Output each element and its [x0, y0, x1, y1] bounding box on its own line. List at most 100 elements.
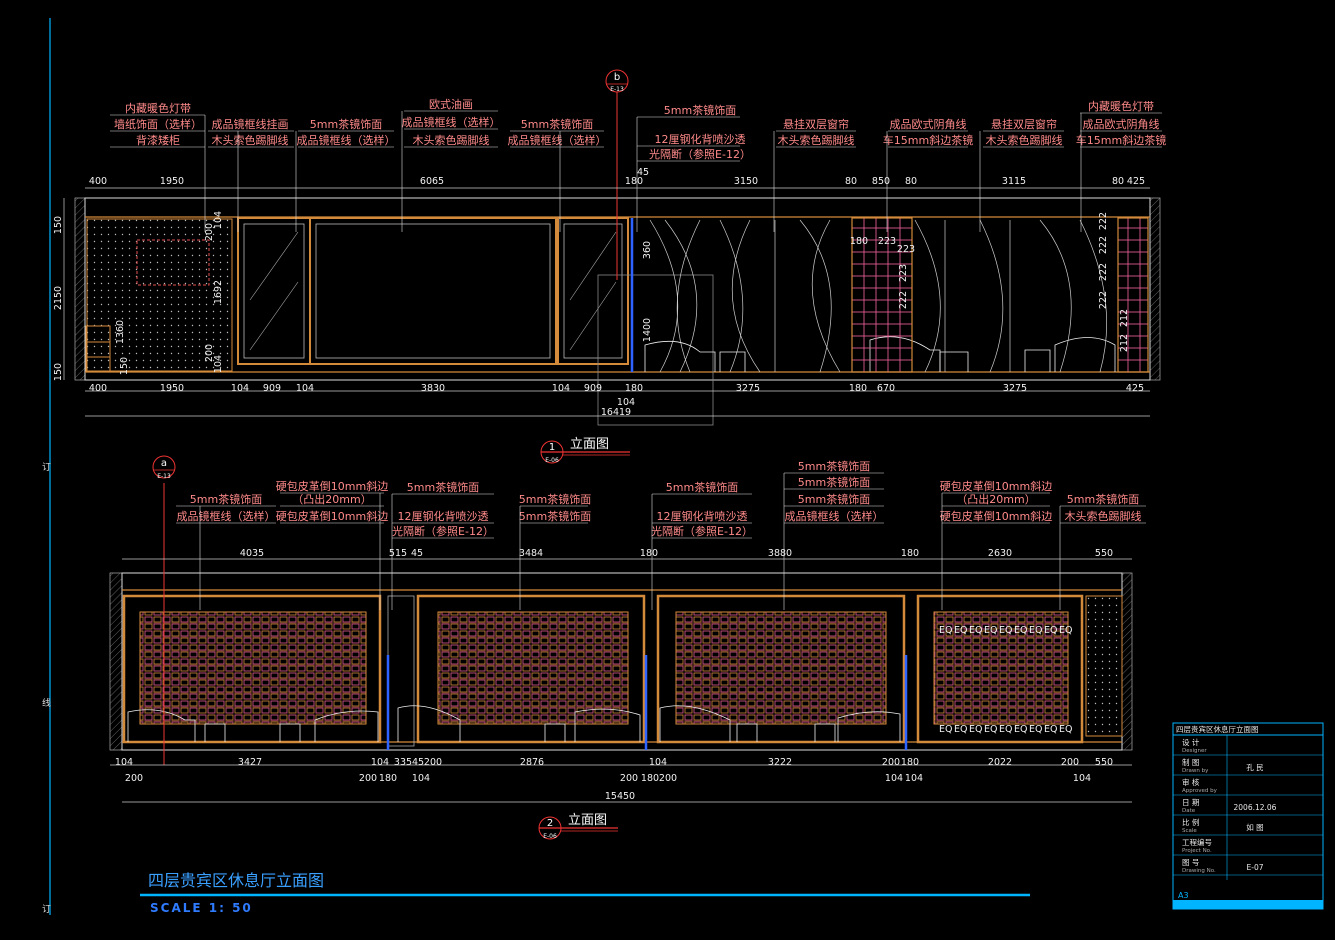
view-1-label: 立面图 — [570, 437, 609, 452]
dim-bottom-2-0: 104 — [115, 757, 133, 768]
dim-bottom-1-8: 180 — [625, 383, 643, 394]
title-block-value-6: E-07 — [1247, 863, 1264, 872]
elevation-1-note-8-1: 木头索色踢脚线 — [986, 133, 1063, 147]
dim-inner-1-5: 104 — [213, 355, 224, 373]
elevation-1-note-5-2: 光隔断（参照E-12） — [649, 147, 751, 161]
dim-bottom-2-6: 2876 — [520, 757, 544, 768]
dim-inner-1-1: 200 — [204, 223, 215, 241]
title-block-label-4: 比 例 — [1182, 817, 1199, 827]
mirror-panel-2 — [557, 217, 629, 365]
elevation-2-note-4-0: 5mm茶镜饰面 — [666, 480, 738, 494]
oil-painting-panel — [309, 217, 557, 365]
dim-top-1-7: 850 — [872, 176, 890, 187]
tile-code-label: EQ — [939, 625, 952, 636]
dim-inner-1-18: 212 — [1119, 309, 1130, 327]
title-block-title: 四层贵宾区休息厅立面图 — [1176, 724, 1259, 734]
dim-bottom-2-5: 200 — [424, 757, 442, 768]
dim-inner-1-12: 223 — [898, 264, 909, 282]
wall-section-left-2 — [109, 572, 123, 751]
dim-top-2-5: 3880 — [768, 548, 792, 559]
elevation-2-note-5-3: 成品镜框线（选样） — [785, 509, 884, 523]
tile-code-label: EQ — [939, 724, 952, 735]
view-2-label: 立面图 — [568, 813, 607, 828]
view-marker-2-number: 2 — [547, 818, 553, 829]
elevation-2-note-5-1: 5mm茶镜饰面 — [798, 475, 870, 489]
curtain-area-2 — [914, 219, 1107, 373]
elevation-1-note-2-1: 成品镜框线（选样） — [297, 133, 396, 147]
drawing-title: 四层贵宾区休息厅立面图 — [148, 871, 324, 890]
elevation-2-note-0-0: 5mm茶镜饰面 — [190, 492, 262, 506]
curtain-area-1 — [649, 219, 841, 373]
elevation-2-note-3-1: 5mm茶镜饰面 — [519, 509, 591, 523]
title-block-label-2: 审 核 — [1182, 777, 1200, 787]
title-block-sub-6: Drawing No. — [1182, 868, 1216, 874]
low-cabinet — [85, 325, 111, 373]
binding-mark-3: 订 — [42, 904, 51, 915]
tile-code-label: EQ — [1029, 724, 1042, 735]
elevation-2-note-2-0: 5mm茶镜饰面 — [407, 480, 479, 494]
dim-top-1-3: 180 — [625, 176, 643, 187]
wallpaper-strip — [1085, 595, 1123, 737]
glass-strip-1 — [387, 595, 415, 747]
wall-section-right-2 — [1121, 572, 1133, 751]
title-block-label-1: 制 图 — [1182, 757, 1199, 767]
elevation-2-note-6-1: （凸出20mm） — [956, 492, 1035, 506]
dim-top-2-1: 515 — [389, 548, 407, 559]
elevation-1-note-3-2: 木头索色踢脚线 — [413, 133, 490, 147]
tile-code-label: EQ — [999, 625, 1012, 636]
tile-code-label: EQ — [969, 724, 982, 735]
section-detail-frame — [597, 274, 714, 426]
section-marker-b-letter: b — [614, 72, 620, 83]
binding-mark-1: 订 — [42, 462, 51, 473]
elevation-1: 内藏暖色灯带墙纸饰面（选样）背漆矮柜成品镜框线挂画木头索色踢脚线5mm茶镜饰面成… — [53, 69, 1166, 464]
tile-code-label: EQ — [1059, 625, 1072, 636]
display-cabinet-right — [1117, 217, 1149, 373]
dim-top-2-4: 180 — [640, 548, 658, 559]
dim-left-1-1: 2150 — [53, 286, 64, 310]
display-cabinet — [851, 217, 913, 373]
view-marker-2-sheet: E-06 — [543, 833, 557, 840]
dim-inner-1-16: 222 — [1098, 263, 1109, 281]
elevation-1-note-0-0: 内藏暖色灯带 — [125, 101, 191, 115]
title-block-sub-5: Project No. — [1182, 848, 1212, 854]
dim-top-1-11: 425 — [1127, 176, 1145, 187]
dim-left-1-2: 150 — [53, 363, 64, 381]
elevation-2-note-1-1: （凸出20mm） — [292, 492, 371, 506]
leather-panel-2 — [416, 594, 646, 744]
tile-code-label: EQ — [984, 625, 997, 636]
dim-inner-1-2: 1692 — [213, 280, 224, 304]
sheet-size: A3 — [1178, 891, 1189, 900]
title-block-label-3: 日 期 — [1182, 798, 1199, 807]
elevation-2-note-4-2: 光隔断（参照E-12） — [651, 524, 753, 538]
wall-section-left — [74, 197, 86, 381]
wall-section-right — [1149, 197, 1161, 381]
dim-bottom-2-13: 550 — [1095, 757, 1113, 768]
dim-top-1-0: 400 — [89, 176, 107, 187]
dim-bottom-1-7: 909 — [584, 383, 602, 394]
elevation-1-note-7-1: 车15mm斜边茶镜 — [883, 133, 973, 147]
elevation-1-note-5-1: 12厘钢化背喷沙透 — [655, 132, 746, 146]
elevation-2-note-7-1: 木头索色踢脚线 — [1065, 509, 1142, 523]
dim-top-1-2: 6065 — [420, 176, 444, 187]
dim-bottom-1-13: 425 — [1126, 383, 1144, 394]
dim-bottom-2-1: 3427 — [238, 757, 262, 768]
elevation-2-note-2-1: 12厘钢化背喷沙透 — [398, 509, 489, 523]
dim-top-1-10: 80 — [1112, 176, 1124, 187]
tile-code-label: EQ — [954, 625, 967, 636]
dim-inner-1-11: 223 — [897, 244, 915, 255]
view-marker-1-sheet: E-06 — [545, 457, 559, 464]
elevation-2-note-5-2: 5mm茶镜饰面 — [798, 492, 870, 506]
dim-bottom-1-11: 670 — [877, 383, 895, 394]
dim-bottom2-2-3: 104 — [412, 773, 430, 784]
wallpaper-panel — [86, 218, 233, 372]
dim-inner-1-9: 180 — [850, 236, 868, 247]
elevation-1-note-4-0: 5mm茶镜饰面 — [521, 117, 593, 131]
dim-bottom2-2-9: 104 — [1073, 773, 1091, 784]
dim-bottom2-2-1: 200 — [359, 773, 377, 784]
dim-top-1-8: 80 — [905, 176, 917, 187]
dim-bottom-1-9: 3275 — [736, 383, 760, 394]
section-marker-a-sheet: E-13 — [157, 473, 171, 480]
section-marker-b-sheet: E-13 — [610, 86, 624, 93]
dim-inner-1-19: 212 — [1119, 334, 1130, 352]
